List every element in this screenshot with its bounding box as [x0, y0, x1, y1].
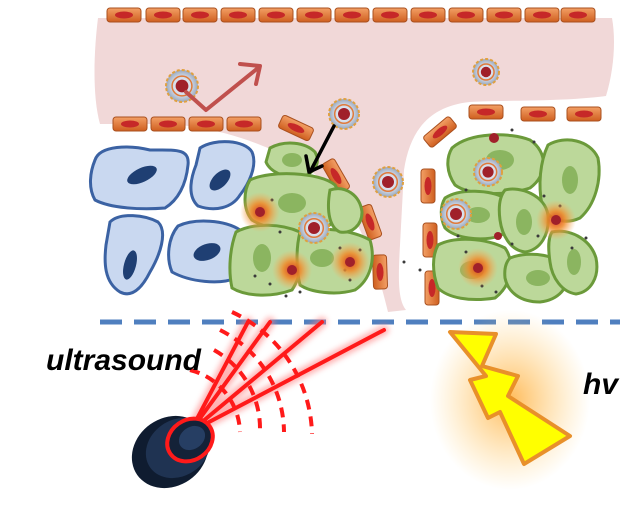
drug-dot	[402, 260, 406, 264]
tumor-cell-nucleus	[562, 166, 578, 194]
endothelial-cells	[106, 7, 602, 306]
drug-dot	[456, 234, 460, 238]
tumor-cell-nucleus	[466, 207, 490, 223]
blood-vessel-lumen	[94, 18, 614, 312]
tumor-cell-nucleus	[526, 270, 550, 286]
tumor-cell-nucleus	[516, 209, 532, 235]
extravasation-arrow	[184, 62, 262, 112]
drug-dot	[298, 290, 302, 294]
endothelial-cell	[524, 7, 560, 23]
endothelial-cell	[106, 7, 142, 23]
drug-dot	[536, 234, 540, 238]
drug-dot	[464, 188, 468, 192]
activated-drug-glow	[458, 248, 498, 288]
endothelial-cell	[226, 116, 262, 132]
activated-drug-sites	[240, 192, 576, 290]
drug-dot	[494, 290, 498, 294]
activated-drug-glow	[240, 192, 280, 232]
tumor-cell-nucleus	[310, 249, 334, 267]
endothelial-cell	[468, 104, 504, 120]
tumor-cells-right	[432, 133, 601, 304]
normal-cell-nucleus	[123, 250, 137, 280]
activated-drug-glow	[330, 242, 370, 282]
tumor-cell	[326, 187, 364, 234]
ultrasound-wave	[189, 368, 242, 433]
activated-drug-glow	[536, 200, 576, 240]
endothelial-cell	[372, 7, 408, 23]
endothelial-cell	[566, 106, 602, 122]
ultrasound-wave	[231, 310, 314, 435]
drug-dot	[570, 246, 574, 250]
normal-cells	[89, 140, 256, 296]
endothelial-cell	[150, 116, 186, 132]
ultrasound-beam	[188, 328, 386, 434]
nanoparticle	[328, 98, 360, 130]
endothelial-cell	[258, 7, 294, 23]
nanoparticle	[440, 198, 472, 230]
endothelial-cell	[410, 7, 446, 23]
endothelial-cell	[278, 114, 314, 142]
endothelial-cell	[182, 7, 218, 23]
tumor-cell-nucleus	[278, 193, 306, 213]
endothelial-cell	[560, 7, 596, 23]
normal-cell-nucleus	[209, 169, 231, 191]
endothelial-cell	[357, 203, 383, 241]
free-drug-particles	[489, 133, 502, 240]
ultrasound-beam	[188, 320, 324, 434]
tumor-cell-nucleus	[567, 249, 581, 275]
endothelial-cell	[423, 116, 457, 148]
nanoparticle	[298, 212, 330, 244]
normal-cell-nucleus	[127, 165, 157, 185]
lightning-bolt-icon	[430, 310, 590, 490]
endothelial-cell	[334, 7, 370, 23]
endothelial-cell	[420, 168, 436, 204]
drug-dot	[584, 236, 588, 240]
drug-particle	[489, 133, 499, 143]
normal-cell-nucleus	[193, 243, 221, 261]
endothelial-cell	[296, 7, 332, 23]
nanoparticle	[472, 58, 500, 86]
drug-dot	[278, 230, 282, 234]
tumor-cell-nucleus	[253, 244, 271, 272]
ultrasound-transducer-icon	[131, 415, 215, 489]
endothelial-cell	[520, 106, 556, 122]
endothelial-cell	[372, 254, 388, 290]
endothelial-cell	[188, 116, 224, 132]
ultrasound-label: ultrasound	[46, 344, 201, 377]
ultrasound-beam	[188, 320, 272, 434]
endothelial-cell	[448, 7, 484, 23]
drug-dot	[510, 128, 514, 132]
ultrasound-waves	[189, 310, 314, 435]
drug-dot	[284, 294, 288, 298]
tumor-cell-nucleus	[282, 153, 302, 167]
endothelial-cell	[112, 116, 148, 132]
drug-dot	[532, 140, 536, 144]
light-hv-label: hv	[583, 368, 619, 401]
ultrasound-wave	[213, 348, 263, 431]
endothelial-cell	[486, 7, 522, 23]
nanoparticle	[473, 157, 503, 187]
endothelial-cell	[145, 7, 181, 23]
nanoparticle	[372, 166, 404, 198]
drug-dot	[418, 268, 422, 272]
activated-drug-glow	[272, 250, 312, 290]
nanoparticles	[165, 58, 503, 244]
drug-dot	[510, 242, 514, 246]
ultrasound-beams	[185, 317, 389, 437]
endothelial-cell	[220, 7, 256, 23]
drug-dot	[542, 194, 546, 198]
ultrasound-wave	[219, 328, 286, 433]
endothelial-cell	[422, 222, 438, 258]
drug-particle	[494, 232, 502, 240]
penetration-arrow	[304, 124, 336, 174]
drug-dot	[253, 274, 257, 278]
drug-dot	[268, 282, 272, 286]
